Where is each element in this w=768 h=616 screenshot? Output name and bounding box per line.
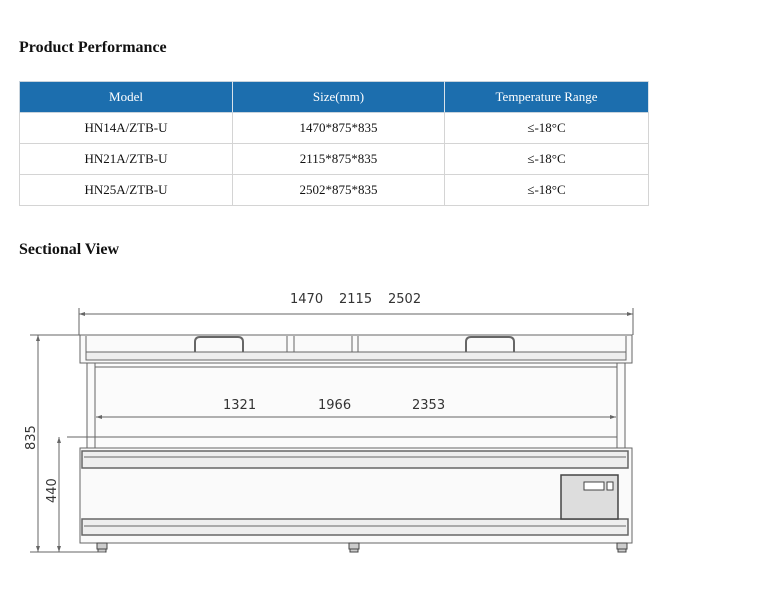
performance-table: Model Size(mm) Temperature Range HN14A/Z…: [19, 81, 649, 206]
cell-temperature: ≤-18°C: [444, 143, 649, 175]
cell-temperature: ≤-18°C: [444, 112, 649, 144]
bottom-bumper: [81, 518, 629, 536]
lid-handle-right: [465, 336, 515, 352]
height-440: 440: [45, 478, 60, 503]
table-header-row: Model Size(mm) Temperature Range: [19, 81, 649, 113]
inner-width-1966: 1966: [318, 398, 351, 413]
inner-width-1321: 1321: [223, 398, 256, 413]
outer-width-1470: 1470: [290, 292, 323, 307]
table-row: HN14A/ZTB-U 1470*875*835 ≤-18°C: [19, 112, 649, 144]
header-temperature: Temperature Range: [444, 81, 649, 113]
cell-model: HN14A/ZTB-U: [19, 112, 233, 144]
cell-temperature: ≤-18°C: [444, 174, 649, 206]
inner-width-2353: 2353: [412, 398, 445, 413]
cell-model: HN21A/ZTB-U: [19, 143, 233, 175]
glass-panel: [86, 362, 626, 449]
header-model: Model: [19, 81, 233, 113]
outer-width-2115: 2115: [339, 292, 372, 307]
cell-size: 1470*875*835: [232, 112, 445, 144]
product-performance-title: Product Performance: [19, 39, 167, 56]
table-row: HN21A/ZTB-U 2115*875*835 ≤-18°C: [19, 143, 649, 175]
sectional-view-drawing: 1470 2115 2502 1321 1966 2353 835 440: [24, 292, 634, 553]
cell-size: 2115*875*835: [232, 143, 445, 175]
outer-width-2502: 2502: [388, 292, 421, 307]
table-row: HN25A/ZTB-U 2502*875*835 ≤-18°C: [19, 174, 649, 206]
cell-size: 2502*875*835: [232, 174, 445, 206]
header-size: Size(mm): [232, 81, 445, 113]
top-bumper: [81, 450, 629, 469]
lid-handle-left: [194, 336, 244, 352]
height-835: 835: [24, 425, 39, 450]
cell-model: HN25A/ZTB-U: [19, 174, 233, 206]
sectional-view-title: Sectional View: [19, 241, 119, 258]
leveling-feet: [96, 542, 628, 553]
